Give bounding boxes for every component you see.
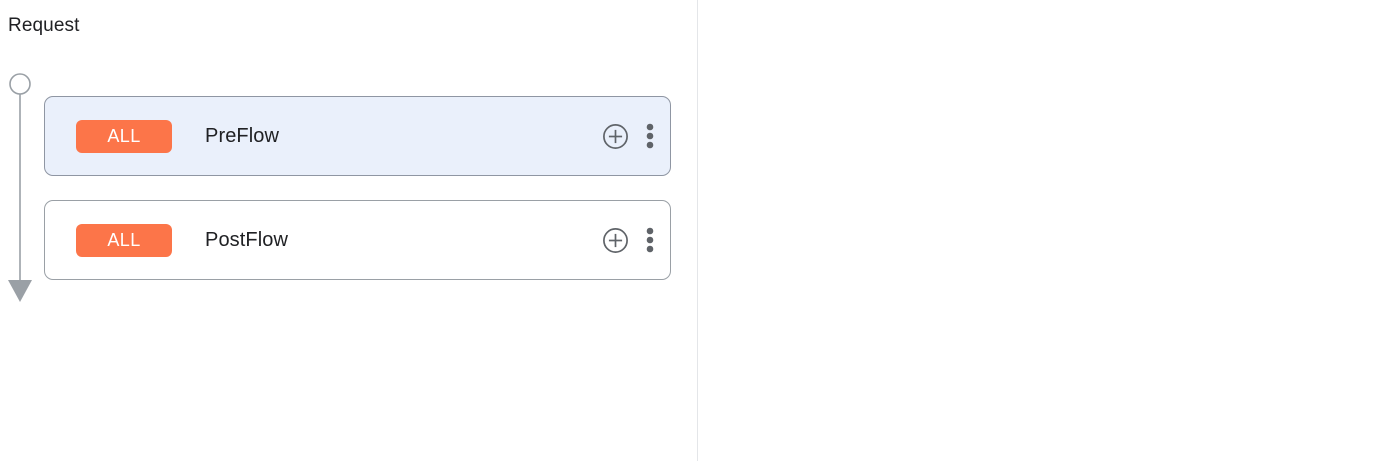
add-circle-icon[interactable] xyxy=(602,123,629,150)
flow-row-actions xyxy=(602,226,654,254)
method-badge: ALL xyxy=(76,223,172,257)
method-badge: ALL xyxy=(76,119,172,153)
rail-end-arrow-down-icon xyxy=(8,280,32,302)
flow-name-label: PostFlow xyxy=(205,228,289,251)
flow-row-actions xyxy=(602,122,654,150)
add-circle-icon[interactable] xyxy=(602,227,629,254)
flow-name-label: PreFlow xyxy=(205,124,280,147)
flow-header-row[interactable]: ALL PostFlow xyxy=(45,201,670,279)
response-panel: Response ALL PostFlow xyxy=(698,0,1393,461)
flow-card-postflow[interactable]: ALL PostFlow xyxy=(44,200,671,280)
flow-card-preflow[interactable]: ALL PreFlow xyxy=(44,96,671,176)
request-panel-title: Request xyxy=(8,15,80,36)
request-flow-rail xyxy=(6,72,36,304)
more-vert-icon[interactable] xyxy=(646,122,654,150)
flow-header-row[interactable]: ALL PreFlow xyxy=(45,97,670,175)
rail-start-circle-icon xyxy=(9,73,31,95)
more-vert-icon[interactable] xyxy=(646,226,654,254)
request-card-list: ALL PreFlow xyxy=(44,96,671,280)
request-panel: Request ALL PreFlow xyxy=(6,0,698,461)
